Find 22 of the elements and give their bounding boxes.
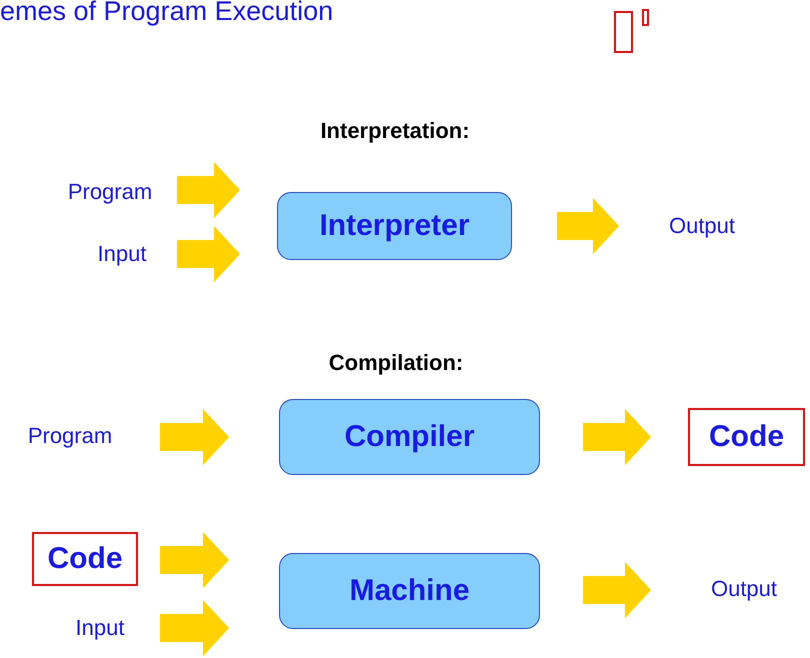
block-arrow [160,532,229,588]
process-box: Compiler [279,399,540,475]
text-label: Input [90,236,154,272]
code-box: Code [32,532,138,586]
block-arrow [583,562,651,618]
text-label: Program [60,174,160,210]
text-label: Output [700,571,788,607]
block-arrow [160,409,229,465]
slide-title: emes of Program Execution [0,0,334,27]
text-label: Input [66,610,134,646]
block-arrow [177,162,240,218]
text-label: Output [662,208,742,244]
process-box: Machine [279,553,540,629]
process-box: Interpreter [277,192,512,260]
block-arrow [557,198,619,254]
text-label: Program [16,418,124,454]
section-heading: Compilation: [328,350,464,376]
block-arrow [177,226,240,282]
code-box: Code [688,408,805,466]
block-arrow [160,600,229,656]
section-heading: Interpretation: [320,118,470,144]
block-arrow [583,409,651,465]
